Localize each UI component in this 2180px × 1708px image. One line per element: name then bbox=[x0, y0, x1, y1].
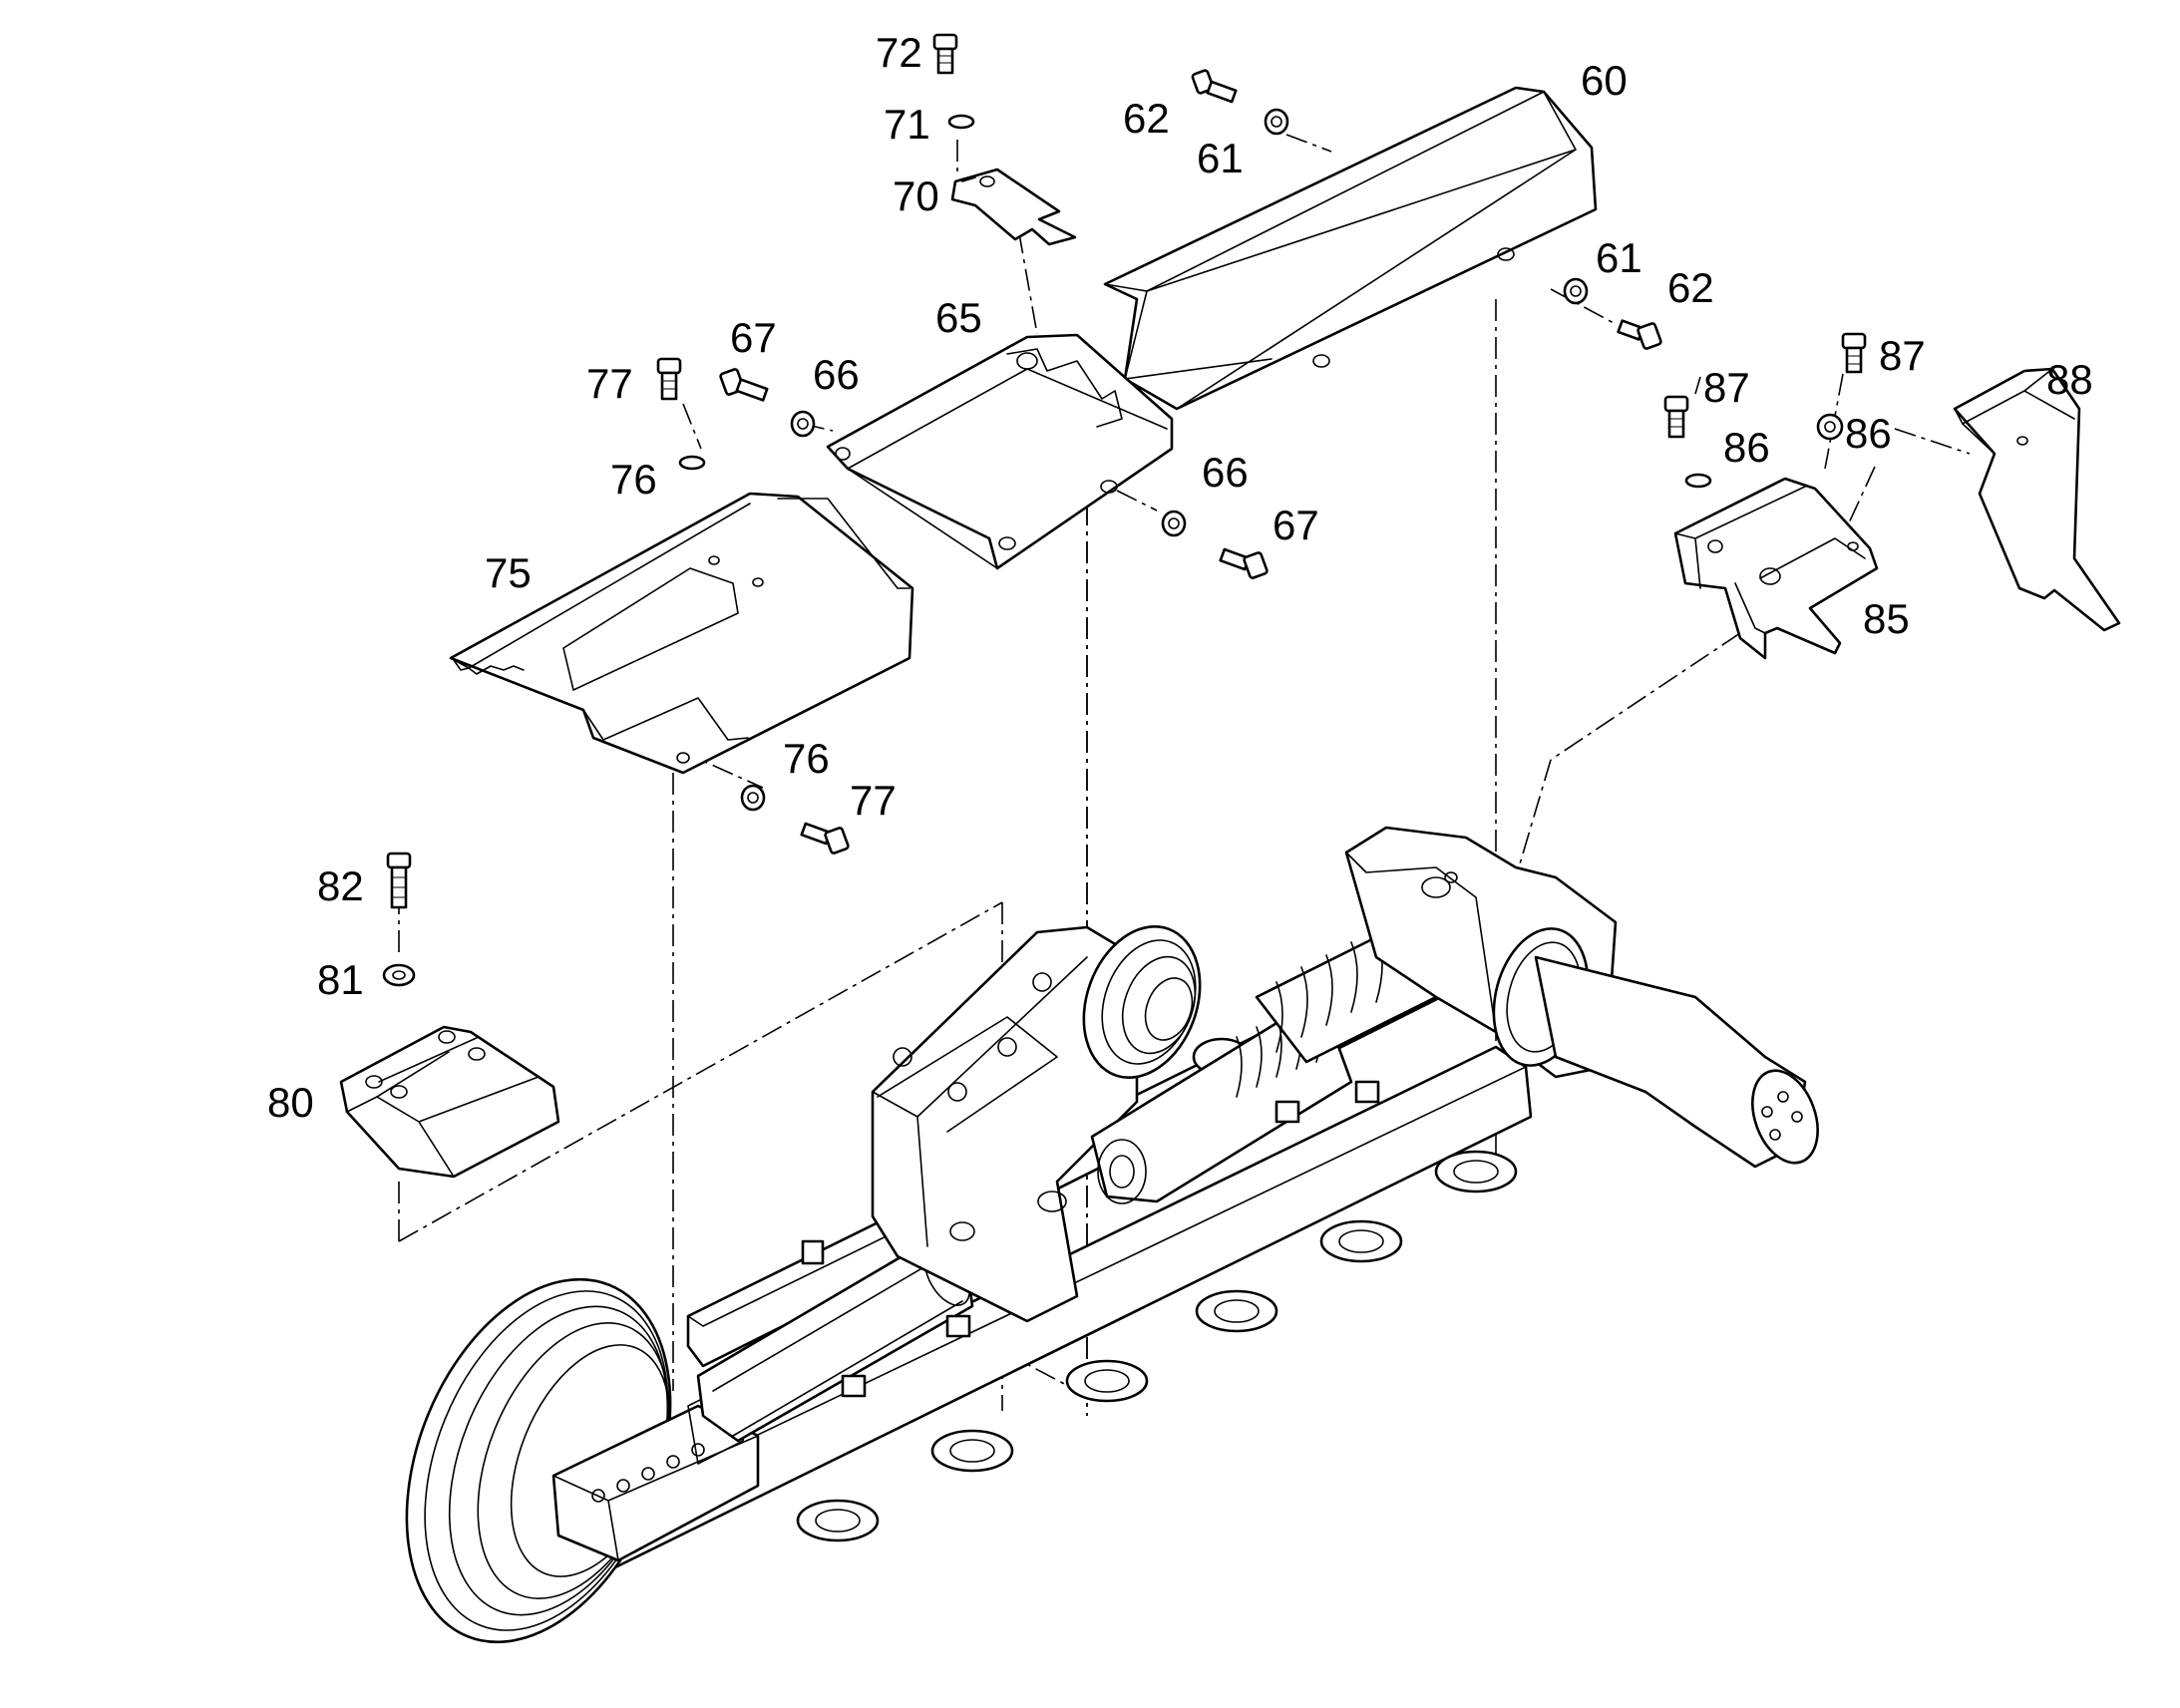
callout-80: 80 bbox=[267, 1079, 314, 1126]
bolt-77-lower bbox=[800, 822, 850, 854]
bolt-67-upper bbox=[719, 368, 769, 402]
callout-87-right: 87 bbox=[1879, 332, 1926, 379]
callout-86-left: 86 bbox=[1723, 424, 1770, 471]
washer-61-upper bbox=[1264, 108, 1289, 136]
bolt-77-upper bbox=[656, 357, 682, 401]
callout-62-right: 62 bbox=[1667, 264, 1714, 311]
part-80-guard bbox=[339, 1025, 560, 1179]
callout-85: 85 bbox=[1863, 595, 1910, 642]
bolt-67-lower bbox=[1219, 547, 1269, 579]
callout-66-upper: 66 bbox=[813, 351, 860, 398]
track-rollers bbox=[796, 1150, 1518, 1542]
callout-61-right: 61 bbox=[1596, 234, 1642, 281]
callout-76-upper: 76 bbox=[610, 456, 657, 503]
part-60-top-cover bbox=[1103, 86, 1598, 411]
bolt-87-right bbox=[1841, 332, 1867, 374]
washer-76-upper bbox=[678, 455, 706, 471]
beam-brackets bbox=[801, 1080, 1380, 1398]
callout-65: 65 bbox=[935, 294, 982, 341]
track-frame-assembly bbox=[405, 826, 1819, 1644]
part-88-side-bracket bbox=[1953, 367, 2121, 632]
bolt-62-right bbox=[1617, 319, 1662, 350]
washer-71 bbox=[947, 114, 975, 130]
washer-86-right bbox=[1816, 413, 1844, 441]
part-75-rear-cover bbox=[449, 492, 914, 775]
callout-66-lower: 66 bbox=[1202, 449, 1249, 496]
callout-70: 70 bbox=[893, 172, 939, 219]
callout-88: 88 bbox=[2046, 356, 2093, 403]
part-70-bracket bbox=[950, 168, 1077, 246]
fasteners bbox=[382, 33, 1867, 987]
callout-75: 75 bbox=[485, 549, 532, 596]
callout-77-lower: 77 bbox=[850, 777, 897, 824]
rear-axle-shaft bbox=[1534, 955, 1819, 1169]
callout-86-right: 86 bbox=[1845, 410, 1892, 457]
washer-66-lower bbox=[1161, 510, 1187, 537]
center-housing bbox=[871, 925, 1139, 1323]
callout-67-upper: 67 bbox=[730, 314, 777, 361]
bolt-87-left bbox=[1663, 395, 1689, 439]
bolt-62-upper bbox=[1191, 69, 1238, 104]
callout-87-left: 87 bbox=[1703, 364, 1750, 411]
washer-81 bbox=[382, 963, 416, 987]
washer-61-right bbox=[1563, 277, 1589, 305]
callout-67-lower: 67 bbox=[1272, 502, 1319, 548]
callout-77-upper: 77 bbox=[586, 360, 633, 407]
callout-60: 60 bbox=[1581, 57, 1628, 104]
washer-86-left bbox=[1684, 473, 1712, 489]
washer-76-lower bbox=[740, 784, 766, 812]
part-85-bracket-assembly bbox=[1673, 477, 1879, 660]
callout-71: 71 bbox=[884, 101, 930, 148]
callout-62-upper: 62 bbox=[1123, 95, 1170, 142]
callout-72: 72 bbox=[876, 29, 922, 76]
idler-adjuster-block bbox=[551, 1380, 760, 1562]
washer-66-upper bbox=[790, 410, 816, 438]
callout-81: 81 bbox=[317, 956, 364, 1003]
callout-82: 82 bbox=[317, 862, 364, 909]
part-65-middle-cover bbox=[826, 333, 1174, 570]
callout-61-upper: 61 bbox=[1197, 135, 1244, 181]
bolt-72 bbox=[932, 33, 958, 75]
callout-76-lower: 76 bbox=[783, 735, 830, 782]
bolt-82 bbox=[386, 852, 412, 909]
